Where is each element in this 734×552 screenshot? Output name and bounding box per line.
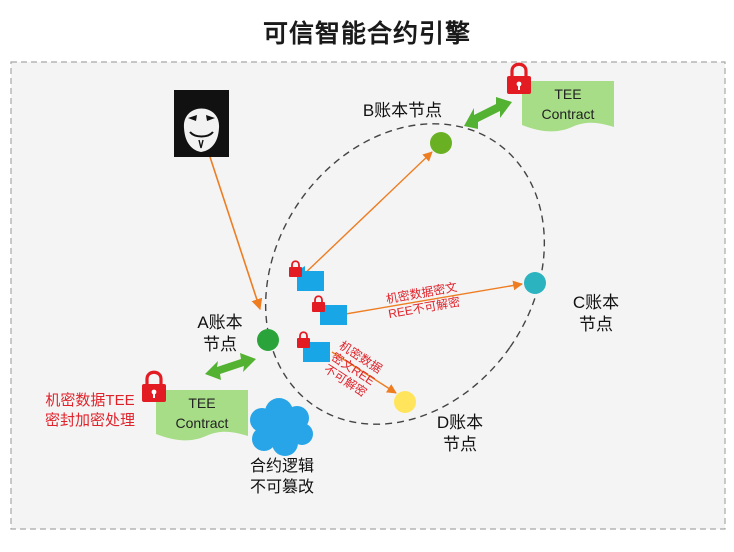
- lock-icon: [507, 62, 531, 94]
- ledger-network-ellipse: [264, 123, 546, 425]
- data-block-icon: [320, 305, 347, 325]
- node-a-label-line1: A账本: [197, 313, 243, 332]
- tee-contract-left-shape: [156, 390, 248, 441]
- page-title: 可信智能合约引擎: [262, 20, 471, 48]
- tee-contract-top-shape: [522, 81, 614, 132]
- node-b: [430, 132, 452, 154]
- tee-contract-left-line1: TEE: [188, 395, 216, 411]
- cloud-icon: [250, 398, 313, 456]
- node-d: [394, 391, 416, 413]
- double-arrow-icon: [205, 353, 256, 380]
- lock-icon: [312, 295, 325, 312]
- lock-icon: [297, 331, 310, 348]
- a-to-c-arrow: [321, 280, 523, 319]
- node-d-label-line1: D账本: [436, 413, 484, 432]
- node-a-label-line2: 节点: [203, 335, 237, 354]
- mask-to-a-arrow: [209, 156, 263, 311]
- node-c-label-line2: 节点: [579, 315, 613, 334]
- double-arrow-icon: [464, 97, 512, 129]
- node-a: [257, 329, 279, 351]
- lock-icon: [289, 260, 302, 277]
- tee-contract-left: TEE Contract: [156, 393, 248, 433]
- a-to-b-arrow: [299, 151, 433, 279]
- tee-contract-top-line2: Contract: [541, 106, 595, 122]
- tee-contract-left-line2: Contract: [175, 415, 229, 431]
- cloud-note-line2: 不可篡改: [249, 479, 314, 496]
- tee-seal-note-line1: 机密数据TEE: [45, 392, 135, 409]
- node-a-label: A账本 节点: [180, 312, 260, 356]
- node-d-label: D账本 节点: [420, 412, 500, 456]
- lock-icon: [142, 370, 166, 402]
- tee-seal-note: 机密数据TEE 密封加密处理: [30, 391, 150, 431]
- tee-contract-top: TEE Contract: [522, 84, 614, 124]
- cloud-note: 合约逻辑 不可篡改: [232, 456, 332, 498]
- tee-contract-top-line1: TEE: [554, 86, 582, 102]
- anonymous-mask-icon: [174, 90, 229, 157]
- node-c: [524, 272, 546, 294]
- node-c-label: C账本 节点: [556, 292, 636, 336]
- node-b-label: B账本节点: [362, 101, 443, 120]
- node-c-label-line1: C账本: [572, 293, 620, 312]
- cloud-note-line1: 合约逻辑: [249, 458, 314, 475]
- node-d-label-line2: 节点: [443, 435, 477, 454]
- tee-seal-note-line2: 密封加密处理: [44, 412, 135, 429]
- a-to-d-arrow: [331, 351, 397, 394]
